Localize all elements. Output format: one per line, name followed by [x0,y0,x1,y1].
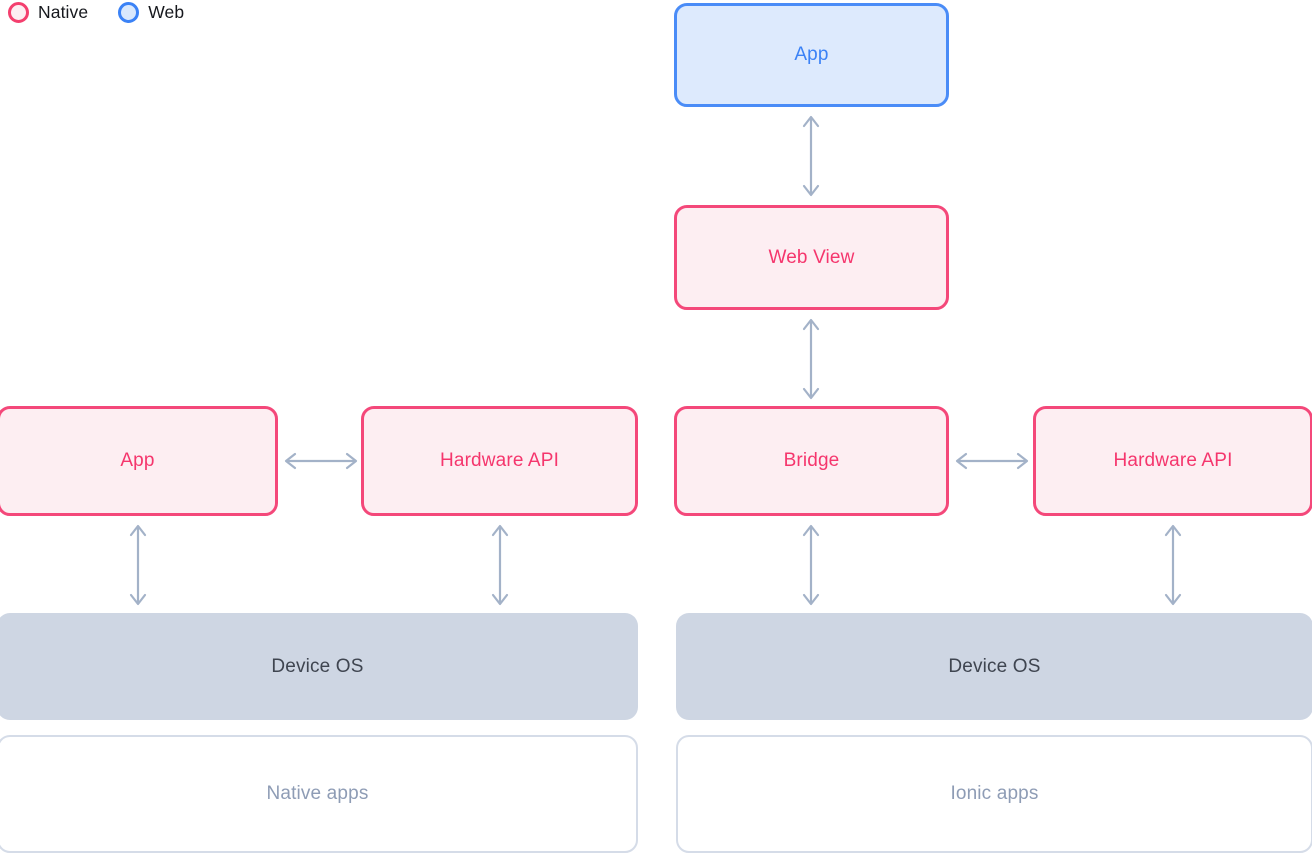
legend-label-native: Native [38,2,89,22]
arrow-app-to-hardware-api-left [284,452,358,470]
node-bridge: Bridge [674,406,949,516]
node-hardware-api-left: Hardware API [361,406,638,516]
arrow-bridge-to-device-os-right [802,524,820,606]
circle-outline-icon [8,2,29,23]
node-device-os-left: Device OS [0,613,638,720]
caption-ionic-apps: Ionic apps [676,735,1312,853]
legend-label-web: Web [148,2,185,22]
legend: Native Web [8,2,184,23]
node-app-native: App [0,406,278,516]
node-device-os-right: Device OS [676,613,1312,720]
arrow-bridge-to-hardware-api-right [955,452,1029,470]
arrow-hardware-api-to-device-os-right [1164,524,1182,606]
caption-native-apps: Native apps [0,735,638,853]
legend-item-native: Native [8,2,88,23]
arrow-webview-to-bridge [802,318,820,400]
arrow-hardware-api-to-device-os-left [491,524,509,606]
arrow-app-to-device-os-left [129,524,147,606]
legend-item-web: Web [118,2,184,23]
node-hardware-api-right: Hardware API [1033,406,1312,516]
arrow-app-to-webview [802,115,820,197]
node-web-view: Web View [674,205,949,310]
node-app-web: App [674,3,949,107]
circle-outline-icon [118,2,140,23]
